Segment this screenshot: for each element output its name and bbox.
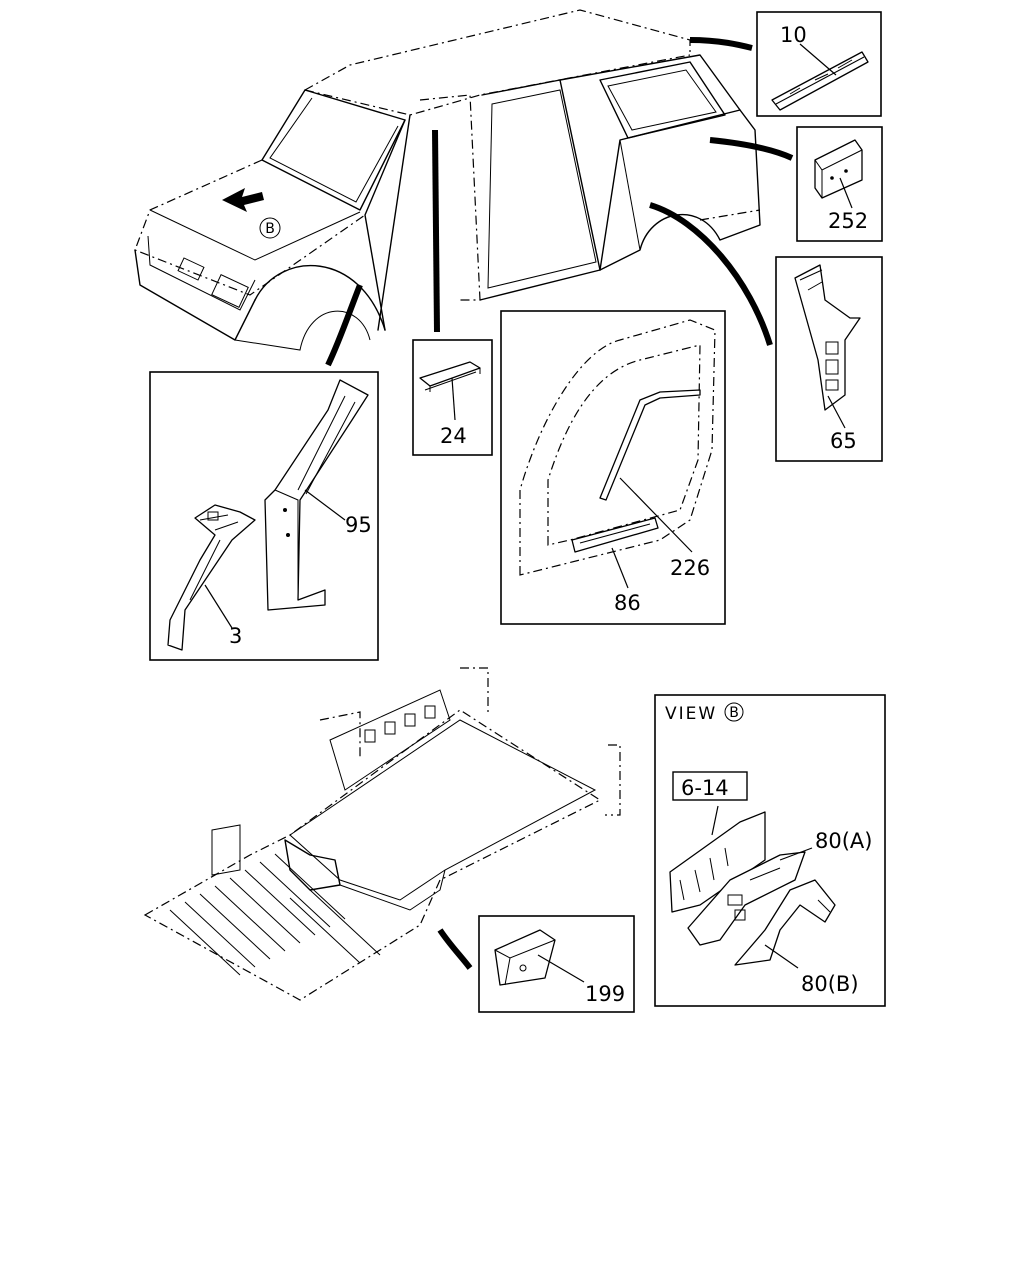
callout-6-14: 6-14 [681, 776, 729, 800]
callout-95: 95 [345, 513, 372, 537]
view-b-marker: B [729, 705, 739, 721]
callout-226: 226 [670, 556, 710, 580]
callout-24: 24 [440, 424, 467, 448]
part-box-95-3: 95 3 [149, 371, 379, 661]
view-b-marker-circle [259, 217, 281, 239]
front-direction-arrow [222, 188, 264, 212]
part-box-10: 10 [756, 11, 882, 117]
vehicle-leader-arcs [325, 37, 794, 970]
part-box-199: 199 [478, 915, 635, 1013]
vehicle-body-outline: B [134, 9, 761, 351]
callout-80b: 80(B) [801, 972, 859, 996]
callout-3: 3 [229, 624, 242, 648]
view-b-title-circle [724, 702, 744, 722]
part-box-252: 252 [796, 126, 883, 242]
floor-assembly [143, 667, 621, 1001]
callout-199: 199 [585, 982, 625, 1006]
callout-10: 10 [780, 23, 807, 47]
callout-80a: 80(A) [815, 829, 872, 853]
view-b-box: VIEW B 6-14 80(A) 80(B) [654, 694, 886, 1007]
view-b-title: VIEW [665, 704, 717, 724]
callout-86: 86 [614, 591, 641, 615]
floor-ribs [169, 853, 381, 976]
part-box-65: 65 [775, 256, 883, 462]
part-box-226-86: 226 86 [500, 310, 726, 625]
callout-65: 65 [830, 429, 857, 453]
part-box-24: 24 [412, 339, 493, 456]
callout-252: 252 [828, 209, 868, 233]
vehicle-view-marker: B [265, 221, 275, 237]
